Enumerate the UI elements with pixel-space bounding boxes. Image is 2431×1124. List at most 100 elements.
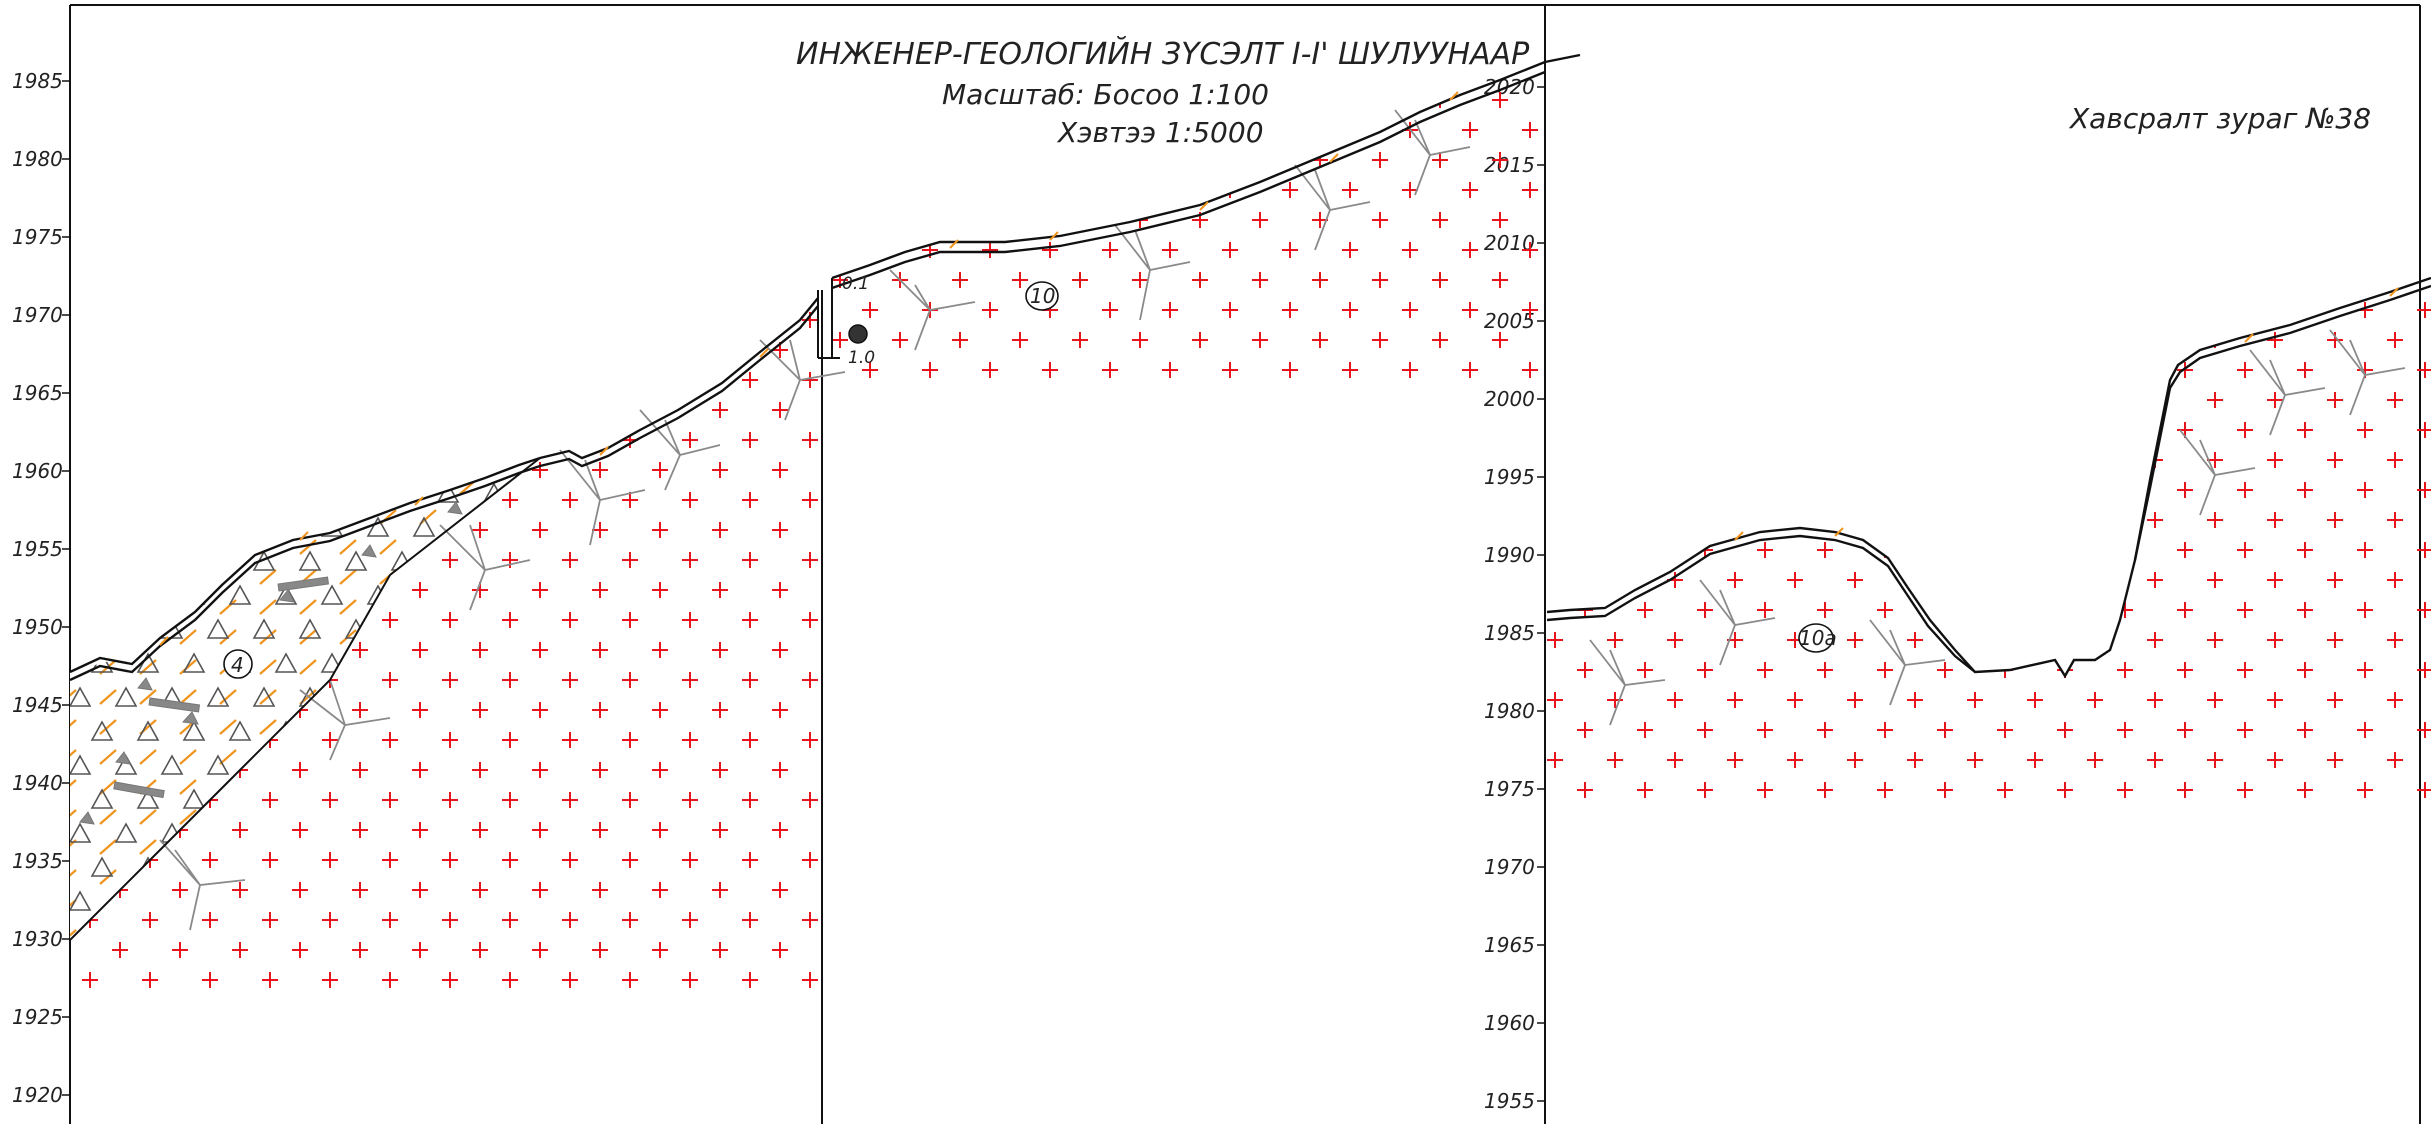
granite-cross <box>1577 722 1593 738</box>
granite-cross <box>382 612 398 628</box>
granite-cross <box>772 762 788 778</box>
granite-cross <box>2057 722 2073 738</box>
granite-cross <box>112 942 128 958</box>
granite-cross <box>1877 362 1893 378</box>
granite-cross <box>502 912 518 928</box>
weathered-hatch-stroke <box>259 809 277 825</box>
rubble-triangle <box>552 654 572 672</box>
weathered-hatch-stroke <box>380 960 396 974</box>
granite-cross <box>502 972 518 988</box>
granite-cross <box>1192 272 1208 288</box>
granite-cross <box>1817 302 1833 318</box>
weathered-hatch-stroke <box>419 599 437 615</box>
rubble-triangle <box>390 482 414 503</box>
granite-cross <box>1432 152 1448 168</box>
granite-cross <box>1937 782 1953 798</box>
granite-cross <box>2147 632 2163 648</box>
granite-cross <box>1877 602 1893 618</box>
granite-cross <box>202 372 218 388</box>
granite-cross <box>2327 752 2343 768</box>
granite-cross <box>1787 752 1803 768</box>
weathered-hatch-stroke <box>499 749 517 765</box>
weathered-hatch-stroke <box>299 479 317 495</box>
weathered-hatch-stroke <box>379 689 397 705</box>
rubble-triangle <box>366 720 390 741</box>
rubble-triangle <box>206 890 230 911</box>
granite-cross <box>802 492 818 508</box>
granite-cross <box>412 582 428 598</box>
rubble-triangle <box>320 584 344 605</box>
granite-cross <box>592 822 608 838</box>
weathered-hatch-stroke <box>139 509 157 525</box>
granite-cross <box>1637 122 1653 138</box>
granite-cross <box>2297 242 2313 258</box>
weathered-hatch-stroke <box>379 809 397 825</box>
granite-cross <box>1697 302 1713 318</box>
granite-cross <box>1667 452 1683 468</box>
rubble-triangle <box>114 822 138 843</box>
granite-cross <box>1757 722 1773 738</box>
granite-cross <box>802 552 818 568</box>
granite-cross <box>562 432 578 448</box>
granite-cross <box>1997 122 2013 138</box>
granite-cross <box>2177 362 2193 378</box>
rubble-triangle <box>90 516 114 537</box>
granite-cross <box>1967 452 1983 468</box>
granite-cross <box>712 582 728 598</box>
granite-cross <box>772 822 788 838</box>
granite-cross <box>262 852 278 868</box>
granite-cross <box>2177 182 2193 198</box>
rubble-triangle <box>114 550 138 571</box>
granite-cross <box>592 882 608 898</box>
granite-cross <box>1522 302 1538 318</box>
rubble-triangle <box>206 482 230 503</box>
granite-cross <box>172 342 188 358</box>
granite-cross <box>772 582 788 598</box>
granite-cross <box>682 612 698 628</box>
granite-cross <box>1282 122 1298 138</box>
granite-cross <box>1547 752 1563 768</box>
granite-cross <box>412 882 428 898</box>
weathered-hatch-stroke <box>339 569 357 585</box>
granite-cross <box>562 312 578 328</box>
weathered-hatch-stroke <box>179 629 197 645</box>
granite-cross <box>532 882 548 898</box>
granite-cross <box>1547 278 1563 288</box>
granite-cross <box>1432 332 1448 348</box>
granite-cross <box>1607 92 1623 108</box>
granite-cross <box>1402 242 1418 258</box>
granite-cross <box>2177 302 2193 318</box>
granite-cross <box>832 332 848 348</box>
weathered-hatch-stroke <box>540 960 556 974</box>
borehole-top-depth: 0.1 <box>842 274 869 294</box>
weathered-hatch-stroke <box>339 899 357 915</box>
granite-cross <box>1937 662 1953 678</box>
granite-cross <box>442 972 458 988</box>
granite-cross <box>652 942 668 958</box>
granite-cross <box>82 432 98 448</box>
granite-cross <box>1072 152 1088 168</box>
sample-point-icon <box>848 324 868 344</box>
granite-cross <box>2327 632 2343 648</box>
rubble-triangle <box>182 584 206 605</box>
weathered-hatch-stroke <box>460 960 476 974</box>
granite-cross <box>1727 212 1743 228</box>
weathered-hatch-stroke <box>259 779 277 795</box>
granite-cross <box>682 792 698 808</box>
weathered-hatch-stroke <box>219 749 237 765</box>
granite-cross <box>292 342 308 358</box>
granite-cross <box>2207 752 2223 768</box>
weathered-hatch-stroke <box>99 689 117 705</box>
granite-cross <box>1577 482 1593 498</box>
granite-cross <box>832 522 848 538</box>
rubble-triangle <box>160 550 184 571</box>
granite-cross <box>1222 242 1238 258</box>
granite-cross <box>652 882 668 898</box>
rubble-triangle <box>482 890 506 911</box>
granite-cross <box>442 312 458 328</box>
weathered-hatch-stroke <box>459 629 477 645</box>
granite-cross <box>712 822 728 838</box>
weathered-hatch-stroke <box>140 960 156 974</box>
granite-cross <box>532 462 548 478</box>
weathered-hatch-stroke <box>259 749 277 765</box>
